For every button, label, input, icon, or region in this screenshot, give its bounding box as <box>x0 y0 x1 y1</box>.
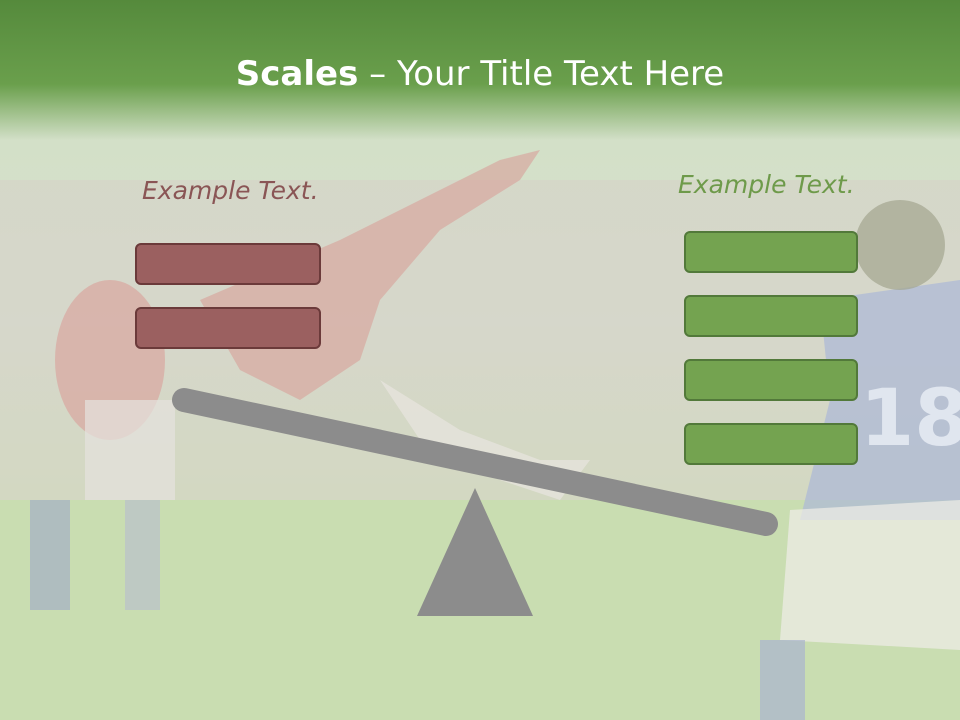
left-text-box-1[interactable] <box>135 243 321 285</box>
scale-beam <box>172 388 778 536</box>
right-text-box-3[interactable] <box>684 359 858 401</box>
right-text-box-1[interactable] <box>684 231 858 273</box>
left-text-box-2[interactable] <box>135 307 321 349</box>
slide-title-rest: – Your Title Text Here <box>358 54 725 94</box>
right-example-text[interactable]: Example Text. <box>678 170 855 199</box>
right-text-box-4[interactable] <box>684 423 858 465</box>
left-example-text[interactable]: Example Text. <box>142 176 319 205</box>
title-bar <box>0 0 960 140</box>
svg-text:18: 18 <box>860 374 960 464</box>
slide-title[interactable]: Scales – Your Title Text Here <box>0 52 960 96</box>
right-text-box-2[interactable] <box>684 295 858 337</box>
scale-fulcrum <box>417 488 533 616</box>
slide-title-bold: Scales <box>235 54 359 94</box>
